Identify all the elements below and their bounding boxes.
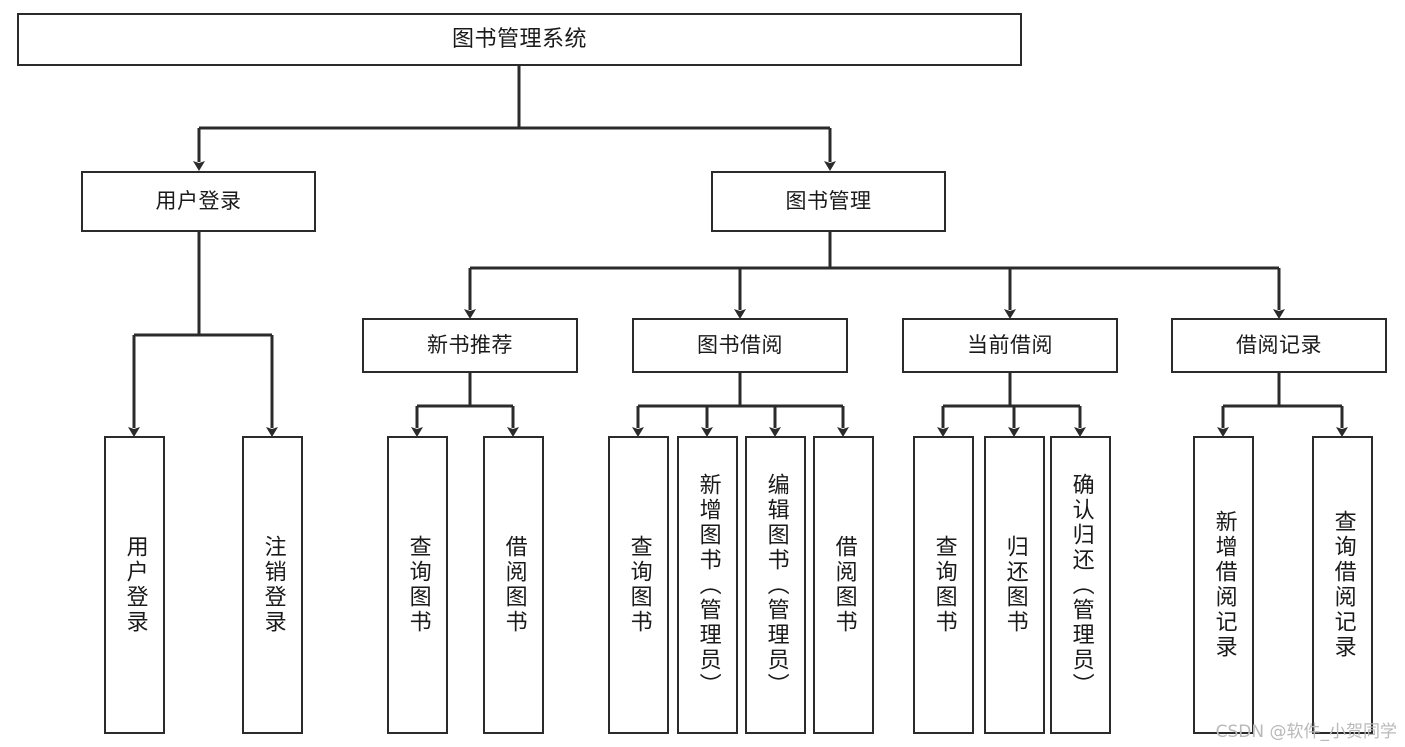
leaf-book-borrow-1-label: 查询图书 [626,535,652,635]
leaf-book-borrow-1[interactable]: 查询图书 [608,436,669,734]
leaf-current-borrow-3[interactable]: 确认归还（管理员） [1050,436,1111,734]
node-root-label: 图书管理系统 [451,26,587,52]
leaf-borrow-record-2-label: 查询借阅记录 [1330,510,1356,660]
leaf-book-borrow-4-label: 借阅图书 [831,535,857,635]
leaf-current-borrow-3-label: 确认归还（管理员） [1068,472,1094,698]
leaf-user-login-1-label: 用户登录 [122,535,148,635]
node-book-manage-label: 图书管理 [785,189,872,214]
node-borrow-record-label: 借阅记录 [1236,333,1322,358]
leaf-borrow-record-1[interactable]: 新增借阅记录 [1193,436,1254,734]
leaf-current-borrow-2-label: 归还图书 [1002,535,1028,635]
leaf-user-login-2[interactable]: 注销登录 [242,436,303,734]
node-current-borrow-label: 当前借阅 [967,333,1053,358]
leaf-new-book-recommend-2-label: 借阅图书 [501,535,527,635]
node-user-login[interactable]: 用户登录 [81,171,316,232]
leaf-book-borrow-2[interactable]: 新增图书（管理员） [677,436,738,734]
leaf-borrow-record-1-label: 新增借阅记录 [1211,510,1237,660]
leaf-book-borrow-3[interactable]: 编辑图书（管理员） [745,436,806,734]
leaf-book-borrow-4[interactable]: 借阅图书 [813,436,874,734]
leaf-book-borrow-3-label: 编辑图书（管理员） [763,472,789,698]
node-borrow-record[interactable]: 借阅记录 [1171,318,1387,373]
leaf-new-book-recommend-1-label: 查询图书 [405,535,431,635]
node-new-book-recommend[interactable]: 新书推荐 [362,318,578,373]
node-new-book-recommend-label: 新书推荐 [427,333,513,358]
leaf-current-borrow-1[interactable]: 查询图书 [913,436,974,734]
node-book-borrow[interactable]: 图书借阅 [632,318,848,373]
leaf-new-book-recommend-2[interactable]: 借阅图书 [483,436,544,734]
node-book-borrow-label: 图书借阅 [697,333,783,358]
leaf-borrow-record-2[interactable]: 查询借阅记录 [1312,436,1373,734]
node-book-manage[interactable]: 图书管理 [711,171,946,232]
leaf-new-book-recommend-1[interactable]: 查询图书 [387,436,448,734]
node-current-borrow[interactable]: 当前借阅 [902,318,1118,373]
leaf-current-borrow-2[interactable]: 归还图书 [984,436,1045,734]
leaf-user-login-1[interactable]: 用户登录 [104,436,165,734]
leaf-user-login-2-label: 注销登录 [260,535,286,635]
leaf-book-borrow-2-label: 新增图书（管理员） [695,472,721,698]
node-root[interactable]: 图书管理系统 [17,13,1022,66]
node-user-login-label: 用户登录 [155,189,242,214]
csdn-watermark: CSDN @软件_小贺同学 [1215,722,1397,742]
leaf-current-borrow-1-label: 查询图书 [931,535,957,635]
